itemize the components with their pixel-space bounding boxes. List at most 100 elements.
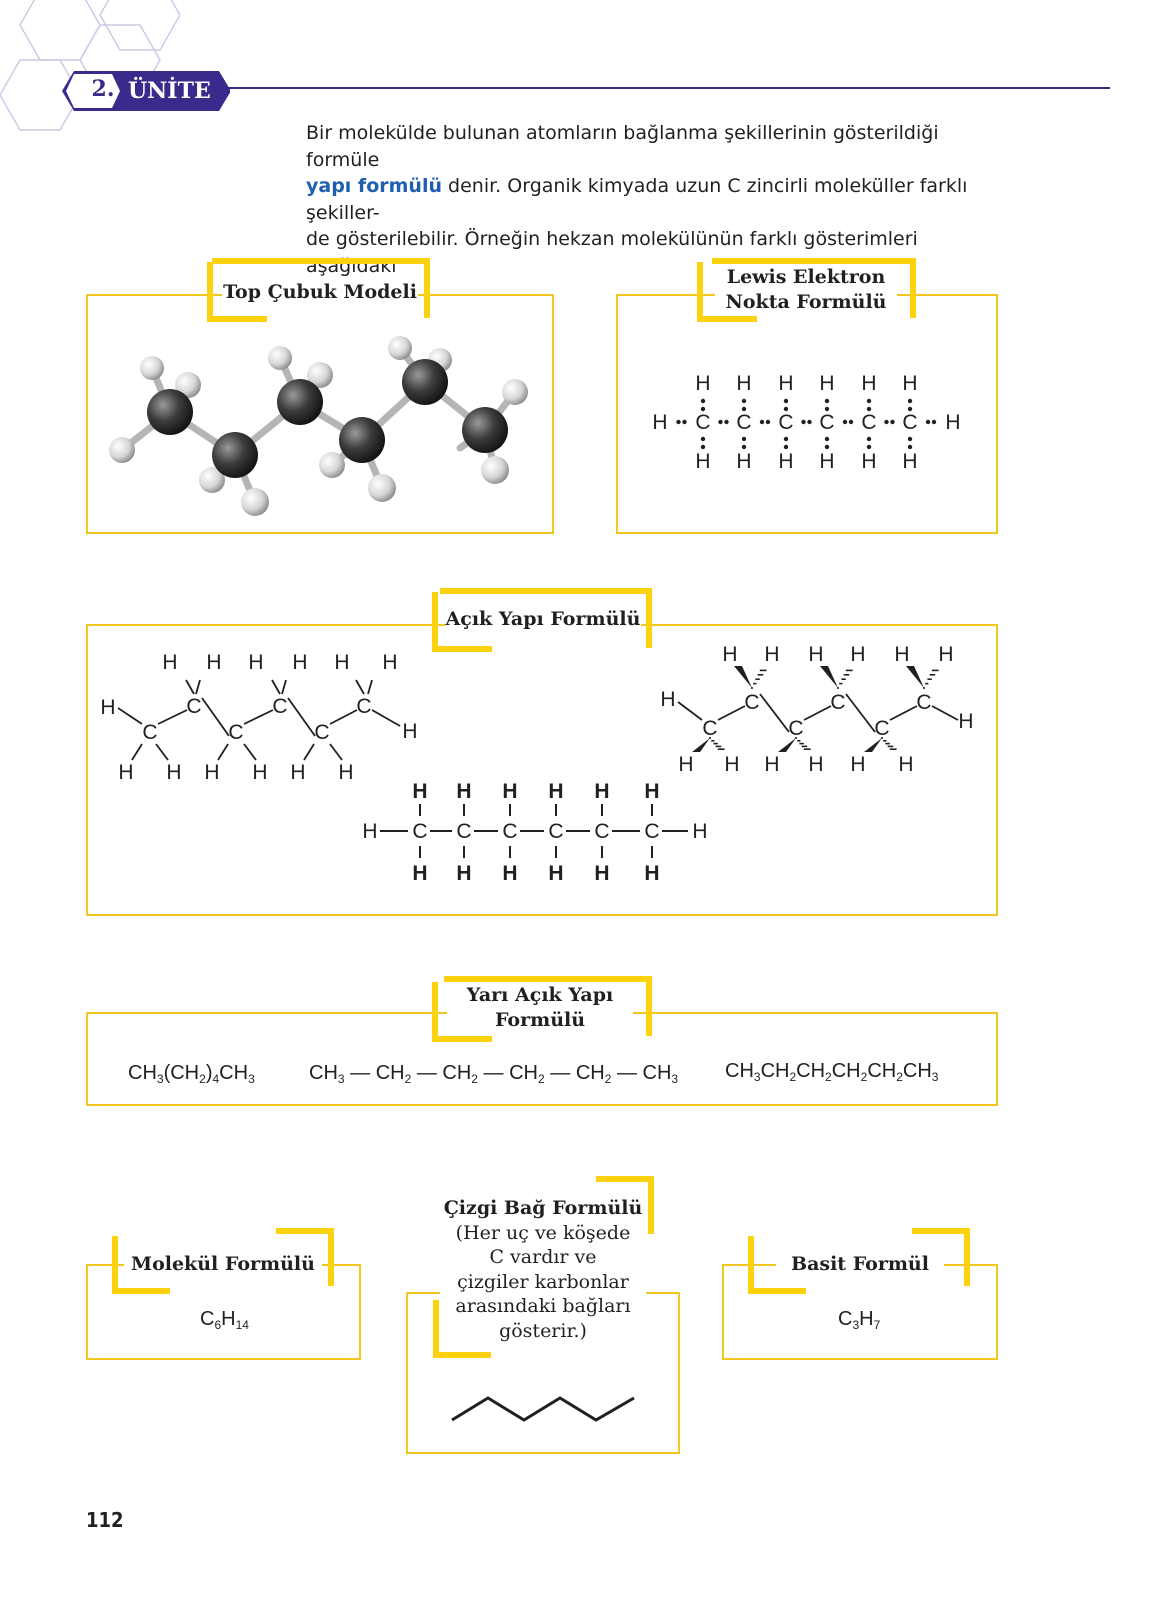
electron-dot xyxy=(700,406,706,412)
atom-h: H xyxy=(808,643,823,666)
atom-h: H xyxy=(898,753,913,776)
bond-line xyxy=(201,697,230,737)
electron-dot xyxy=(700,444,706,450)
bracket xyxy=(596,1176,654,1234)
unit-line xyxy=(210,87,1110,89)
atom-h: H xyxy=(695,372,710,395)
semi-open-formula-2: CH3 — CH2 — CH2 — CH2 — CH2 — CH3 xyxy=(309,1062,679,1086)
atom-h: H xyxy=(902,372,917,395)
bracket xyxy=(432,982,492,1042)
atom-c: C xyxy=(778,411,793,434)
zigzag-line-formula xyxy=(451,1396,635,1422)
simple-formula-value: C3H7 xyxy=(838,1308,881,1332)
bond-line xyxy=(217,743,229,761)
wedge-bond xyxy=(692,738,710,752)
atom-h: H xyxy=(808,753,823,776)
atom-h: H xyxy=(502,780,517,803)
atom-h: H xyxy=(958,710,973,733)
atom-c: C xyxy=(644,820,659,843)
atom-h: H xyxy=(118,761,133,784)
atom-h: H xyxy=(678,753,693,776)
simple-formula-title: Basit Formül xyxy=(776,1252,944,1277)
electron-dot xyxy=(741,444,747,450)
atom-h: H xyxy=(938,643,953,666)
molecular-formula-panel xyxy=(86,1264,361,1360)
bond-line xyxy=(195,679,201,695)
electron-dot xyxy=(866,406,872,412)
electron-dot xyxy=(824,444,830,450)
atom-h: H xyxy=(402,720,417,743)
atom-c: C xyxy=(272,695,287,718)
bracket xyxy=(207,262,267,322)
atom-h: H xyxy=(594,862,609,885)
atom-h: H xyxy=(362,820,377,843)
atom-h: H xyxy=(412,780,427,803)
unit-label: ÜNİTE xyxy=(128,78,211,104)
atom-h: H xyxy=(692,820,707,843)
bond-line xyxy=(117,707,143,725)
molecular-formula-value: C6H14 xyxy=(200,1308,249,1332)
highlight-term: yapı formülü xyxy=(306,175,442,197)
electron-dot xyxy=(741,436,747,442)
ball-stick-model xyxy=(109,336,528,516)
electron-dot xyxy=(759,419,765,425)
electron-dot xyxy=(807,419,812,425)
atom-h: H xyxy=(722,643,737,666)
atom-h: H xyxy=(456,780,471,803)
atom-h: H xyxy=(778,450,793,473)
atom-h: H xyxy=(456,862,471,885)
atom-h: H xyxy=(736,372,751,395)
bracket xyxy=(212,258,430,318)
electron-dot xyxy=(741,398,747,404)
atom-h: H xyxy=(502,862,517,885)
electron-dot xyxy=(676,419,681,425)
atom-c: C xyxy=(314,721,329,744)
electron-dot xyxy=(842,419,848,425)
bond-line xyxy=(367,679,373,695)
electron-dot xyxy=(866,436,872,442)
electron-dot xyxy=(907,444,913,450)
unit-number: 2. xyxy=(91,76,115,102)
electron-dot xyxy=(724,419,729,425)
bond-line xyxy=(131,743,143,761)
wedge-bond xyxy=(778,738,796,752)
atom-h: H xyxy=(248,651,263,674)
bond-line xyxy=(845,693,876,733)
atom-h: H xyxy=(652,411,667,434)
electron-dot xyxy=(783,444,789,450)
atom-h: H xyxy=(778,372,793,395)
atom-c: C xyxy=(186,695,201,718)
atom-h: H xyxy=(861,450,876,473)
atom-c: C xyxy=(456,820,471,843)
wedge-bond xyxy=(734,666,752,688)
atom-h: H xyxy=(861,372,876,395)
electron-dot xyxy=(907,436,913,442)
atom-c: C xyxy=(902,411,917,434)
atom-c: C xyxy=(736,411,751,434)
bond-line xyxy=(329,709,358,725)
electron-dot xyxy=(866,444,872,450)
bond-line xyxy=(803,705,832,721)
bond-line xyxy=(371,709,401,727)
bond-line xyxy=(243,709,274,725)
intro-paragraph: Bir molekülde bulunan atomların bağlanma… xyxy=(306,120,1006,306)
atom-h: H xyxy=(644,780,659,803)
atom-c: C xyxy=(142,721,157,744)
molecular-formula-title: Molekül Formülü xyxy=(124,1252,322,1277)
bond-line xyxy=(281,679,287,695)
atom-h: H xyxy=(850,753,865,776)
electron-dot xyxy=(824,406,830,412)
atom-c: C xyxy=(744,691,759,714)
atom-h: H xyxy=(764,643,779,666)
atom-h: H xyxy=(945,411,960,434)
atom-h: H xyxy=(382,651,397,674)
atom-c: C xyxy=(702,717,717,740)
bond-line xyxy=(355,679,365,695)
electron-dot xyxy=(741,406,747,412)
bond-line xyxy=(931,705,959,721)
atom-h: H xyxy=(338,761,353,784)
bracket xyxy=(712,258,916,318)
electron-dot xyxy=(824,398,830,404)
wedge-bond xyxy=(820,666,838,688)
